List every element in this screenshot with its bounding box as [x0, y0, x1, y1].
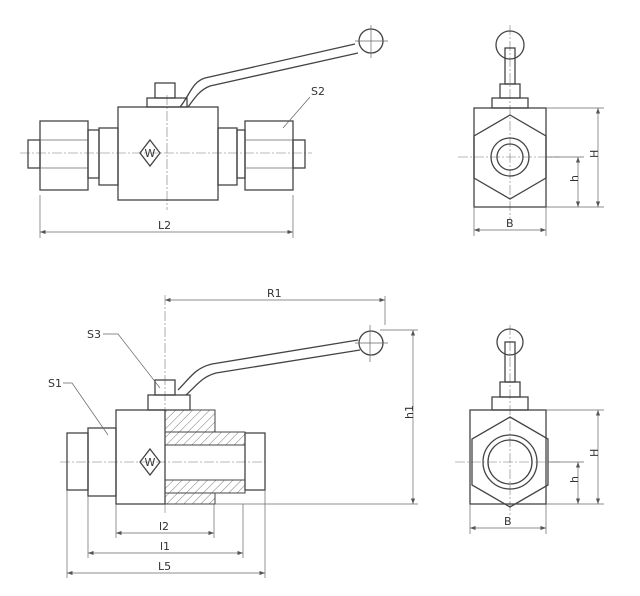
dim-h-center: h: [568, 476, 581, 483]
stem-nut: [154, 82, 176, 99]
handle: [177, 339, 359, 391]
dim-l2-lower: l2: [159, 520, 169, 533]
bottom-end-view: H h B: [455, 325, 604, 534]
valve-body-left: [115, 409, 166, 505]
label-s2: S2: [311, 85, 325, 98]
dim-r1: R1: [267, 287, 282, 300]
left-nut: [39, 120, 89, 191]
handle-ball-end: [496, 328, 524, 356]
svg-text:W: W: [145, 147, 156, 160]
dim-h-total: H: [588, 449, 601, 457]
handle-end: [504, 341, 516, 383]
label-s3: S3: [87, 328, 101, 341]
top-end-view: H h B: [458, 25, 604, 236]
right-tube: [292, 139, 306, 169]
dim-h-total: H: [588, 150, 601, 158]
w-logo-icon: W: [139, 447, 161, 477]
left-tube: [27, 139, 41, 169]
dim-h-center: h: [568, 175, 581, 182]
dim-l2: L2: [158, 219, 171, 232]
valve-body: [117, 106, 219, 201]
dim-h1: h1: [403, 405, 416, 419]
dim-b: B: [506, 217, 514, 230]
handle: [179, 43, 356, 108]
label-s1: S1: [48, 377, 62, 390]
hex-port: [473, 114, 547, 200]
bottom-side-view: W R1 h1 l2 l1 L5 S3 S1: [48, 287, 418, 578]
handle-ball-end: [495, 30, 525, 60]
dim-l5: L5: [158, 560, 171, 573]
dim-b: B: [504, 515, 512, 528]
left-port-thread: [66, 432, 89, 491]
stem-nut: [154, 379, 176, 396]
handle-end: [504, 47, 516, 85]
dim-l1: l1: [160, 540, 170, 553]
right-port-thread: [244, 432, 266, 491]
w-logo-icon: W: [139, 138, 161, 168]
right-nut: [244, 120, 294, 191]
hex-port: [471, 416, 549, 508]
top-side-view: W L2 S2: [20, 25, 388, 238]
svg-text:W: W: [145, 456, 156, 469]
